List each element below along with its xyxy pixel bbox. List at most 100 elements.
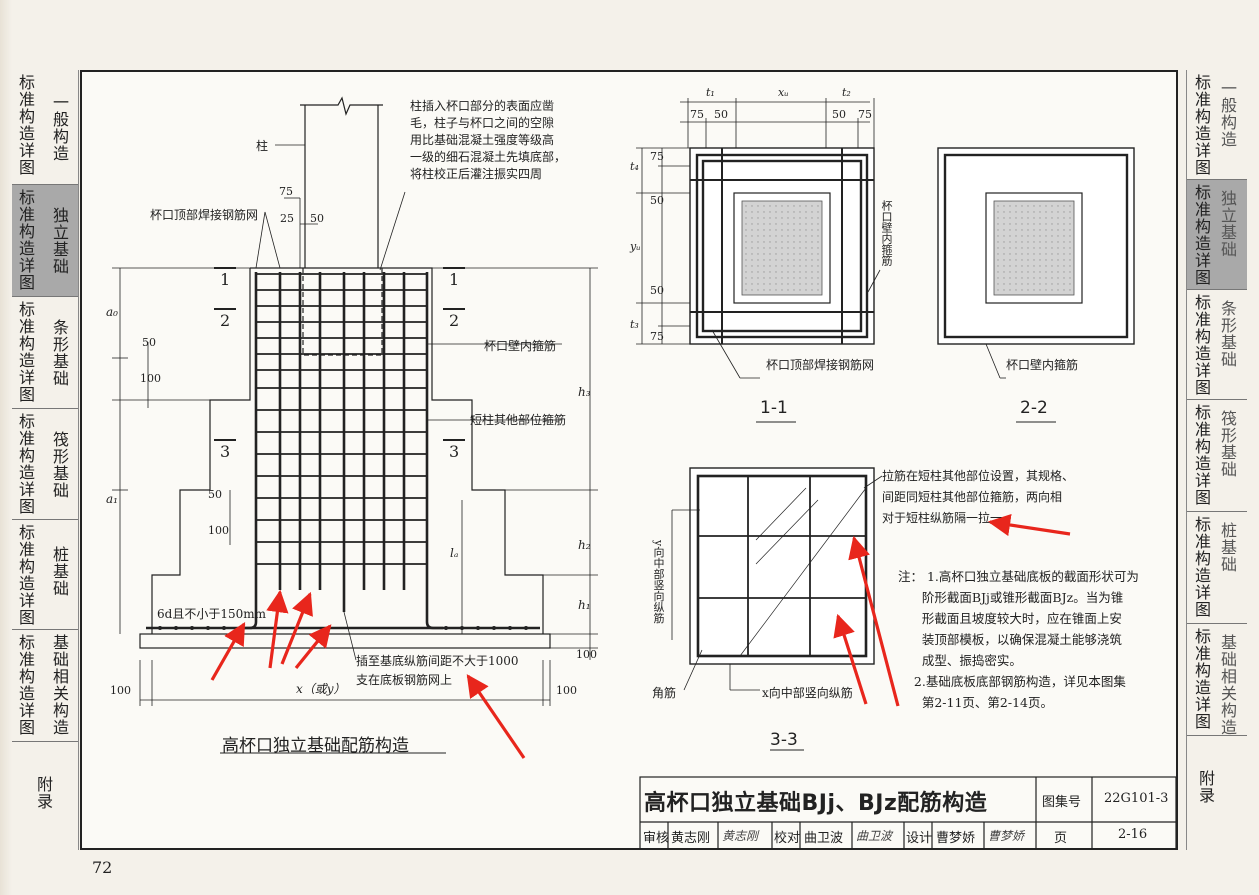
left-tab-raft-foundation[interactable]: 标准构造详图 筏形基础 bbox=[12, 409, 78, 520]
label-short-column-stirrup: 短柱其他部位箍筋 bbox=[470, 413, 567, 427]
right-tab-appendix[interactable]: 附录 bbox=[1187, 736, 1247, 850]
tab-title: 独立基础 bbox=[1221, 189, 1238, 259]
label-1-1-mesh: 杯口顶部焊接钢筋网 bbox=[766, 358, 875, 372]
dim-100-lower: 100 bbox=[208, 524, 229, 537]
atlas-label: 图集号 bbox=[1042, 795, 1082, 810]
annotation-arrows bbox=[210, 513, 1071, 759]
tab-category: 标准构造详图 bbox=[18, 633, 35, 737]
dim-yu: yᵤ bbox=[630, 240, 641, 253]
left-tab-appendix[interactable]: 附录 bbox=[12, 742, 78, 850]
dim-xu: xᵤ bbox=[778, 86, 789, 99]
section-mark-3-left: 3 bbox=[220, 442, 231, 461]
reviewer-name: 黄志刚 bbox=[671, 831, 711, 846]
dim-50-b: 50 bbox=[832, 108, 846, 121]
drawing-title: 高杯口独立基础BJj、BJz配筋构造 bbox=[644, 791, 988, 816]
section-mark-1-right: 1 bbox=[449, 270, 460, 289]
tab-category: 标准构造详图 bbox=[18, 523, 35, 627]
reviewer-label: 审核 bbox=[643, 831, 670, 846]
left-tab-strip-foundation[interactable]: 标准构造详图 条形基础 bbox=[12, 297, 78, 409]
dim-75-b: 75 bbox=[858, 108, 872, 121]
left-tab-general[interactable]: 标准构造详图 一般构造 bbox=[12, 70, 78, 185]
base-mesh-bars bbox=[146, 626, 540, 630]
section-mark-2-left: 2 bbox=[220, 311, 231, 330]
title-block: 高杯口独立基础BJj、BJz配筋构造 图集号 22G101-3 审核 黄志刚 黄… bbox=[640, 777, 1176, 849]
dim-75: 75 bbox=[279, 185, 293, 198]
binding-shadow bbox=[0, 0, 12, 895]
right-tab-strip-foundation[interactable]: 标准构造详图 条形基础 bbox=[1187, 290, 1247, 400]
label-insert-note: 插至基底纵筋间距不大于1000 支在底板钢筋网上 bbox=[356, 654, 519, 687]
left-tab-related-construction[interactable]: 标准构造详图 基础相关构造 bbox=[12, 630, 78, 742]
right-tab-general[interactable]: 标准构造详图 一般构造 bbox=[1187, 70, 1247, 180]
dim-t2: t₂ bbox=[842, 86, 851, 99]
label-cup-wall-stirrup: 杯口壁内箍筋 bbox=[484, 339, 557, 353]
dim-a0: a₀ bbox=[106, 305, 118, 319]
designer-signature: 曹梦娇 bbox=[988, 829, 1025, 843]
label-cup-top-mesh: 杯口顶部焊接钢筋网 bbox=[150, 208, 259, 222]
tab-category: 标准构造详图 bbox=[1195, 403, 1212, 507]
dim-h1: h₁ bbox=[578, 598, 591, 612]
dim-50: 50 bbox=[310, 212, 324, 225]
checker-name: 曲卫波 bbox=[804, 831, 844, 846]
tab-category: 标准构造详图 bbox=[18, 300, 35, 404]
dim-a1: a₁ bbox=[106, 492, 118, 506]
tab-title: 桩基础 bbox=[52, 545, 69, 598]
dim-50-a: 50 bbox=[714, 108, 728, 121]
tab-title: 筏形基础 bbox=[1221, 409, 1238, 479]
dim-t3: t₃ bbox=[630, 318, 639, 331]
left-tab-isolated-foundation[interactable]: 标准构造详图 独立基础 bbox=[12, 185, 78, 297]
dim-t4: t₄ bbox=[630, 160, 639, 173]
dim-50-upper: 50 bbox=[142, 336, 156, 349]
label-x-bars: x向中部竖向纵筋 bbox=[762, 686, 853, 700]
checker-label: 校对 bbox=[774, 831, 801, 846]
dim-t1: t₁ bbox=[706, 86, 715, 99]
section-marks bbox=[214, 267, 465, 441]
label-2-2-wall: 杯口壁内箍筋 bbox=[1006, 358, 1079, 372]
dim-100-right: 100 bbox=[556, 684, 577, 697]
section-3-3-drawing bbox=[671, 467, 883, 751]
dim-h3: h₃ bbox=[578, 385, 591, 399]
section-3-3-title: 3-3 bbox=[770, 730, 798, 750]
general-notes: 注： 1.高杯口独立基础底板的截面形状可为 阶形截面BJj或锥形截面BJz。当为… bbox=[898, 569, 1139, 710]
section-1-1-title: 1-1 bbox=[760, 398, 788, 418]
section-1-1-drawing bbox=[636, 98, 881, 423]
dim-v50-a: 50 bbox=[650, 194, 664, 207]
tab-title: 条形基础 bbox=[52, 318, 69, 388]
tab-category: 标准构造详图 bbox=[1195, 73, 1212, 177]
page-number-code: 2-16 bbox=[1118, 827, 1148, 842]
label-column: 柱 bbox=[256, 139, 269, 153]
tab-title: 条形基础 bbox=[1221, 299, 1238, 369]
section-2-2-title: 2-2 bbox=[1020, 398, 1048, 418]
section-mark-2-right: 2 bbox=[449, 311, 460, 330]
dim-75-a: 75 bbox=[690, 108, 704, 121]
right-tab-pile-foundation[interactable]: 标准构造详图 桩基础 bbox=[1187, 512, 1247, 624]
right-tab-isolated-foundation[interactable]: 标准构造详图 独立基础 bbox=[1187, 180, 1247, 290]
section-2-2-drawing bbox=[937, 147, 1135, 423]
dim-la: lₐ bbox=[450, 546, 459, 560]
left-tab-strip: 标准构造详图 一般构造 标准构造详图 独立基础 标准构造详图 条形基础 标准构造… bbox=[12, 70, 79, 850]
label-1-1-wall: 杯口壁内箍筋 bbox=[880, 200, 893, 266]
left-tab-pile-foundation[interactable]: 标准构造详图 桩基础 bbox=[12, 520, 78, 630]
foundation-outline bbox=[139, 96, 551, 649]
tab-title: 附录 bbox=[1199, 769, 1216, 805]
tab-category: 标准构造详图 bbox=[1195, 293, 1212, 397]
title-block-grid bbox=[639, 776, 1177, 850]
tab-category: 标准构造详图 bbox=[1195, 183, 1212, 287]
label-cup-note: 柱插入杯口部分的表面应凿 毛，柱子与杯口之间的空隙 用比基础混凝土强度等级高 一… bbox=[410, 99, 567, 181]
right-tab-strip: 标准构造详图 一般构造 标准构造详图 独立基础 标准构造详图 条形基础 标准构造… bbox=[1186, 70, 1247, 850]
page-number: 72 bbox=[92, 858, 113, 877]
designer-label: 设计 bbox=[906, 831, 933, 846]
label-hook-length: 6d且不小于150mm bbox=[157, 607, 266, 621]
dim-v75-b: 75 bbox=[650, 330, 664, 343]
tab-category: 标准构造详图 bbox=[1195, 515, 1212, 619]
tab-title: 桩基础 bbox=[1221, 521, 1238, 574]
right-tab-raft-foundation[interactable]: 标准构造详图 筏形基础 bbox=[1187, 400, 1247, 512]
stirrups bbox=[256, 273, 427, 565]
label-corner-bar: 角筋 bbox=[652, 686, 677, 700]
right-tab-related-construction[interactable]: 标准构造详图 基础相关构造 bbox=[1187, 624, 1247, 736]
tab-title: 基础相关构造 bbox=[1221, 633, 1238, 736]
label-x-or-y: x（或y） bbox=[296, 682, 346, 696]
tab-title: 筏形基础 bbox=[52, 430, 69, 500]
section-mark-3-right: 3 bbox=[449, 442, 460, 461]
